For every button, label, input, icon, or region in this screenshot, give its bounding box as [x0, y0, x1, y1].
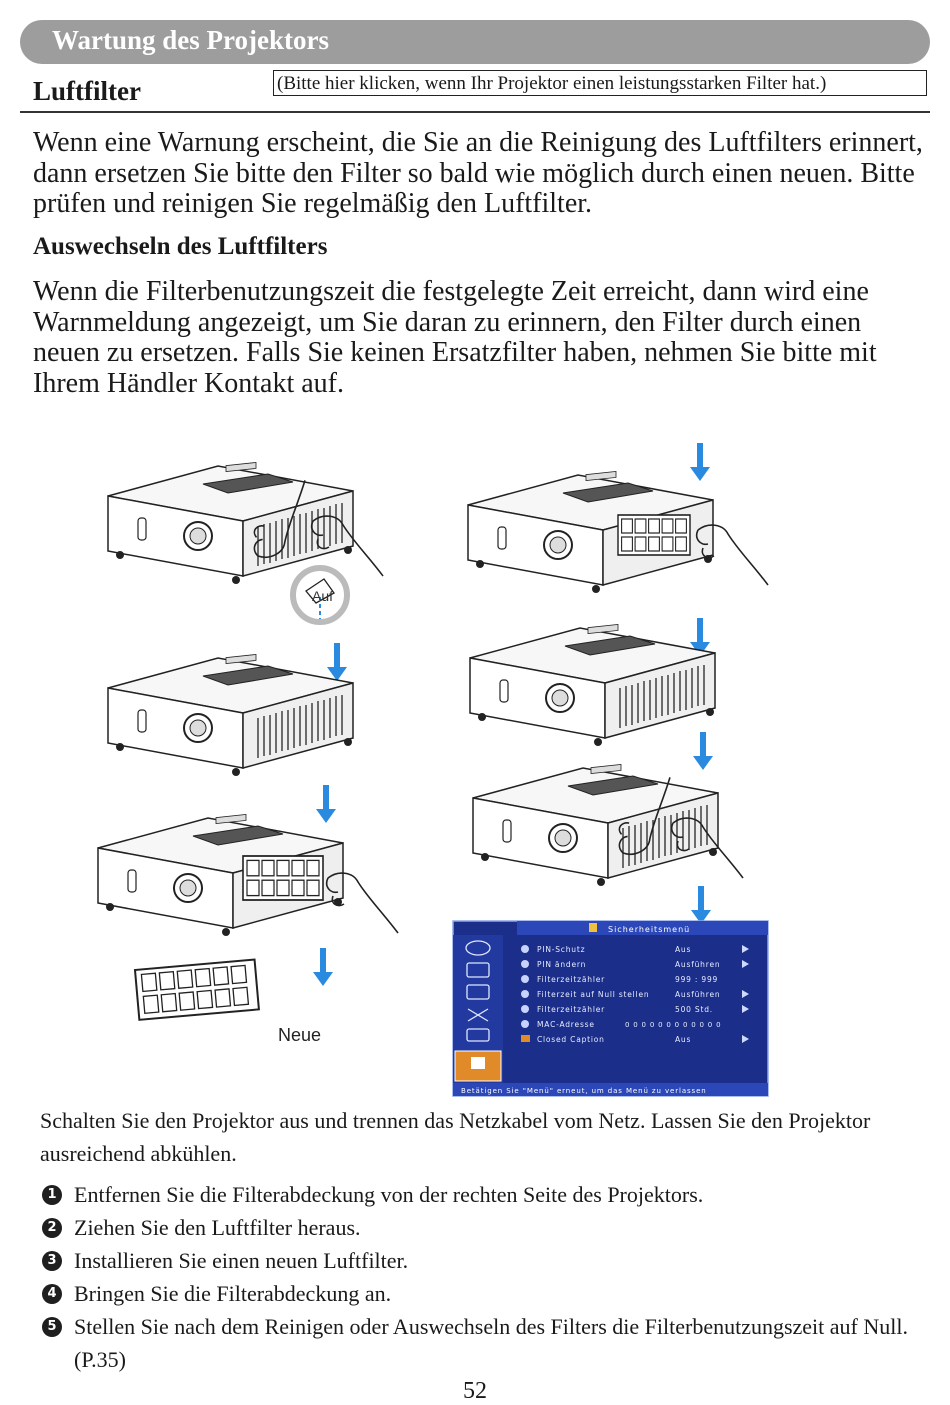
arrow-down-icon: [327, 643, 347, 681]
list-item: 3 Installieren Sie einen neuen Luftfilte…: [40, 1244, 940, 1277]
new-label: Neue: [278, 1025, 321, 1045]
step-number-icon: 5: [42, 1317, 62, 1337]
menu-row-label: Filterzeitzähler: [537, 1005, 605, 1014]
menu-row-label: MAC-Adresse: [537, 1020, 595, 1029]
step-text: Bringen Sie die Filterabdeckung an.: [74, 1281, 392, 1306]
step-text: Installieren Sie einen neuen Luftfilter.: [74, 1248, 409, 1273]
menu-footer: Betätigen Sie "Menü" erneut, um das Menü…: [461, 1087, 707, 1095]
intro-paragraph: Wenn eine Warnung erscheint, die Sie an …: [33, 127, 923, 219]
step-number-icon: 3: [42, 1251, 62, 1271]
arrow-down-icon: [316, 785, 336, 823]
menu-row-value: 0 0 0 0 0 0 0 0 0 0 0 0: [625, 1021, 721, 1029]
step-cover-on-projector: [472, 763, 744, 887]
replace-heading: Auswechseln des Luftfilters: [33, 233, 328, 260]
step-filter-out-projector: [467, 470, 769, 594]
high-performance-filter-link[interactable]: (Bitte hier klicken, wenn Ihr Projektor …: [273, 70, 927, 96]
menu-row-label: Filterzeit auf Null stellen: [537, 990, 649, 999]
step-text: Ziehen Sie den Luftfilter heraus.: [74, 1215, 361, 1240]
step-3-projector: [97, 813, 399, 937]
step-filter-in-projector: [469, 623, 716, 747]
steps-intro: Schalten Sie den Projektor aus und trenn…: [40, 1108, 871, 1166]
list-item: 4 Bringen Sie die Filterabdeckung an.: [40, 1277, 940, 1310]
menu-row-value: 999 : 999: [675, 975, 718, 984]
menu-row-value: Ausführen: [675, 990, 720, 999]
steps-list: 1 Entfernen Sie die Filterabdeckung von …: [40, 1178, 940, 1376]
menu-row-value: 500 Std.: [675, 1005, 713, 1014]
step-text: Stellen Sie nach dem Reinigen oder Auswe…: [74, 1314, 908, 1372]
replace-paragraph: Wenn die Filterbenutzungszeit die festge…: [33, 276, 877, 399]
section-banner: Wartung des Projektors: [20, 20, 930, 64]
menu-row-value: Aus: [675, 1035, 691, 1044]
step-2-projector: [107, 653, 354, 777]
menu-row-label: PIN-Schutz: [537, 945, 585, 954]
step-number-icon: 4: [42, 1284, 62, 1304]
list-item: 1 Entfernen Sie die Filterabdeckung von …: [40, 1178, 940, 1211]
arrow-down-icon: [691, 886, 711, 924]
menu-title: Sicherheitsmenü: [608, 925, 690, 934]
filter-replacement-illustration: Auf Neue: [97, 443, 769, 1097]
security-menu-screen: Sicherheitsmenü PIN-Schutz Aus PIN änder…: [452, 920, 769, 1097]
open-label: Auf: [312, 588, 333, 604]
step-text: Entfernen Sie die Filterabdeckung von de…: [74, 1182, 704, 1207]
menu-row-value: Aus: [675, 945, 691, 954]
divider: [20, 111, 930, 113]
section-title: Wartung des Projektors: [52, 25, 329, 55]
menu-row-label: Filterzeitzähler: [537, 975, 605, 984]
menu-row-value: Ausführen: [675, 960, 720, 969]
arrow-down-icon: [690, 443, 710, 481]
open-latch-inset: Auf: [290, 565, 350, 625]
menu-row-label: Closed Caption: [537, 1035, 605, 1044]
list-item: 2 Ziehen Sie den Luftfilter heraus.: [40, 1211, 940, 1244]
list-item: 5 Stellen Sie nach dem Reinigen oder Aus…: [40, 1310, 940, 1376]
step-1-projector: [107, 461, 384, 585]
arrow-down-icon: [313, 948, 333, 986]
page-number: 52: [463, 1378, 487, 1404]
step-number-icon: 2: [42, 1218, 62, 1238]
menu-row-label: PIN ändern: [537, 960, 586, 969]
new-filter: [133, 958, 260, 1021]
subsection-title: Luftfilter: [33, 76, 141, 106]
step-number-icon: 1: [42, 1185, 62, 1205]
arrow-down-icon: [693, 732, 713, 770]
